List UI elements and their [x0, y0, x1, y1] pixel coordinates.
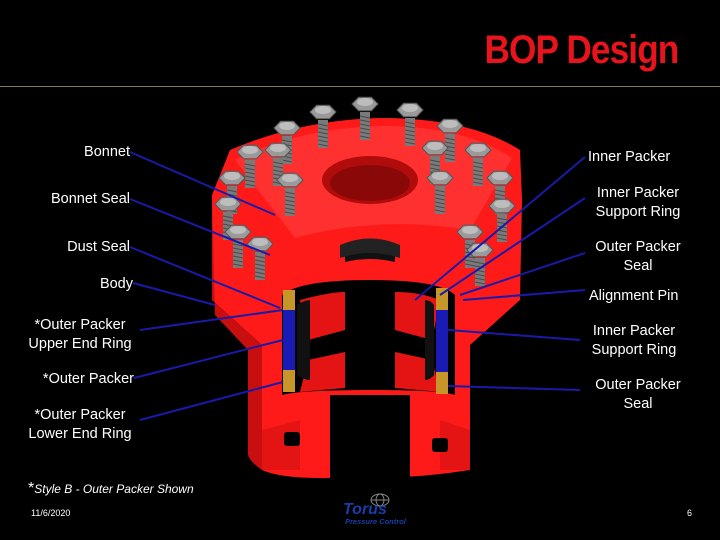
outer-packer-end-rings — [283, 288, 448, 394]
inner-packer — [297, 300, 434, 380]
label-outer-packer-upper-end-ring: *Outer Packer Upper End Ring — [28, 317, 132, 352]
leader-line — [133, 339, 284, 379]
leader-lines — [129, 151, 586, 421]
bolt — [309, 104, 337, 148]
footnote-star: * — [28, 480, 35, 497]
label-outer-packer: *Outer Packer — [42, 371, 134, 387]
leader-line — [459, 252, 586, 296]
label-outer-packer-seal-lower: Outer Packer Seal — [595, 377, 681, 412]
bolt — [426, 170, 454, 214]
label-inner-packer-support-ring-lower: Inner Packer Support Ring — [591, 323, 677, 358]
bolt — [351, 96, 379, 140]
leader-line — [439, 197, 586, 296]
leader-line — [414, 156, 586, 301]
bolt — [396, 102, 424, 146]
bolt — [464, 142, 492, 186]
globe-icon — [370, 493, 390, 507]
label-outer-packer-seal-upper: Outer Packer Seal — [595, 239, 681, 274]
leader-line — [129, 198, 271, 256]
leader-line — [139, 381, 284, 421]
leader-line — [462, 289, 586, 301]
bolt — [236, 144, 264, 188]
leader-line — [139, 309, 284, 331]
footnote: *Style B - Outer Packer Shown — [28, 480, 194, 498]
label-bonnet-seal: Bonnet Seal — [50, 191, 130, 207]
leader-line — [132, 282, 216, 306]
label-body: Body — [99, 276, 133, 292]
outer-packer — [283, 310, 448, 372]
footnote-text: Style B - Outer Packer Shown — [34, 482, 194, 496]
leader-line — [447, 329, 581, 341]
leader-line — [447, 385, 581, 391]
label-outer-packer-lower-end-ring: *Outer Packer Lower End Ring — [28, 407, 132, 442]
title-divider — [0, 86, 720, 87]
bolt — [466, 242, 494, 286]
slide-title: BOP Design — [484, 28, 679, 72]
logo-subtitle: Pressure Control — [345, 517, 406, 526]
page-number: 6 — [686, 508, 692, 518]
label-alignment-pin: Alignment Pin — [589, 288, 679, 304]
bolt — [224, 224, 252, 268]
leader-line — [129, 151, 276, 216]
label-dust-seal: Dust Seal — [67, 239, 130, 255]
slide-date: 11/6/2020 — [31, 508, 71, 518]
company-logo: Torus Pressure Control — [343, 493, 423, 527]
bolt — [264, 142, 292, 186]
label-inner-packer-support-ring-upper: Inner Packer Support Ring — [595, 185, 681, 220]
bolt — [436, 118, 464, 162]
label-inner-packer: Inner Packer — [588, 149, 671, 165]
label-bonnet: Bonnet — [84, 144, 130, 160]
bolt — [276, 172, 304, 216]
logo-brand: Torus — [343, 501, 387, 518]
leader-line — [129, 246, 281, 309]
bolt — [421, 140, 449, 184]
